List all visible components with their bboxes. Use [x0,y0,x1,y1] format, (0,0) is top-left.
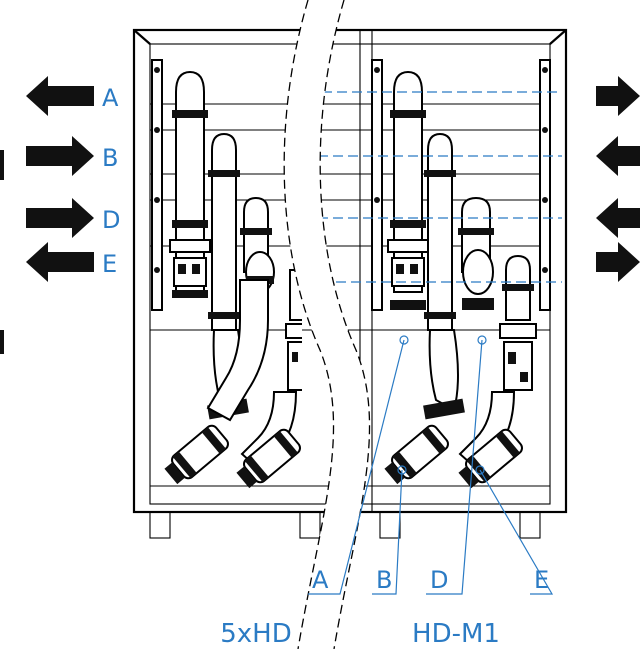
arrow-out-icon [596,76,640,116]
flow-label-b: B [102,144,118,172]
arrow-in-icon [26,198,94,238]
flow-labels-left: A B D E [102,84,120,278]
arrow-in-icon [596,136,640,176]
arrow-in-icon [26,136,94,176]
leader-label-d: D [430,566,448,594]
flow-arrows-right [596,76,640,282]
leader-label-a: A [312,566,329,594]
break-band [284,0,370,649]
arrow-out-icon [26,242,94,282]
arrow-out-icon [596,242,640,282]
flow-label-a: A [102,84,119,112]
arrow-out-icon [26,76,94,116]
flow-label-d: D [102,206,120,234]
break-line-right [319,0,371,649]
unit-caption-right: HD-M1 [412,619,500,649]
piping-left-unit [151,59,302,489]
arrow-in-icon [596,198,640,238]
flow-arrows-left [0,76,94,354]
leader-labels: A B D E [312,566,549,594]
piping-right-unit [371,59,551,489]
break-line-left [283,0,335,649]
connection-lines [318,91,562,283]
leader-label-e: E [534,566,549,594]
unit-caption-left: 5xHD [220,619,292,649]
flow-label-e: E [102,250,117,278]
leader-label-b: B [376,566,392,594]
leader-lines [308,335,554,595]
